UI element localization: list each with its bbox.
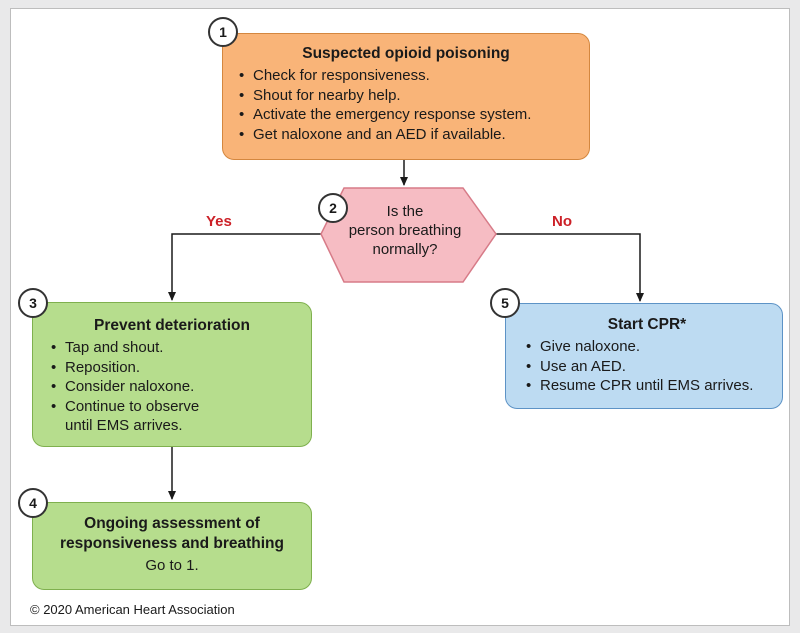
list-item: Activate the emergency response system. xyxy=(237,105,575,125)
list-item: Get naloxone and an AED if available. xyxy=(237,125,575,145)
step2-line: Is the xyxy=(386,203,424,220)
list-item: Check for responsiveness. xyxy=(237,66,575,86)
step4-title-line: responsiveness and breathing xyxy=(60,535,284,552)
step5-list: Give naloxone. Use an AED. Resume CPR un… xyxy=(524,337,770,396)
arrow-no-to-step5 xyxy=(496,233,644,302)
step2-number-badge: 2 xyxy=(318,193,348,223)
decision-hexagon xyxy=(320,187,497,283)
list-item: Resume CPR until EMS arrives. xyxy=(524,376,770,396)
step4-number-badge: 4 xyxy=(18,488,48,518)
list-item: Use an AED. xyxy=(524,357,770,377)
step1-box: Suspected opioid poisoning Check for res… xyxy=(222,33,590,160)
step5-title: Start CPR* xyxy=(607,316,687,333)
step5-box: Start CPR* Give naloxone. Use an AED. Re… xyxy=(505,303,783,409)
list-item: Consider naloxone. xyxy=(49,377,295,397)
step5-number-badge: 5 xyxy=(490,288,520,318)
list-item: Give naloxone. xyxy=(524,337,770,357)
step4-title-line: Ongoing assessment of xyxy=(84,515,260,532)
step2-line: normally? xyxy=(372,241,438,258)
step2-question: Is the person breathing normally? xyxy=(330,202,480,259)
yes-label: Yes xyxy=(206,213,232,230)
step4-box: Ongoing assessment of responsiveness and… xyxy=(32,502,312,590)
step2-line: person breathing xyxy=(348,222,462,239)
step1-number-badge: 1 xyxy=(208,17,238,47)
step1-title: Suspected opioid poisoning xyxy=(302,45,510,62)
list-item: Shout for nearby help. xyxy=(237,86,575,106)
list-item: Tap and shout. xyxy=(49,338,295,358)
list-item: Continue to observe until EMS arrives. xyxy=(49,397,295,436)
step3-box: Prevent deterioration Tap and shout. Rep… xyxy=(32,302,312,447)
step3-list: Tap and shout. Reposition. Consider nalo… xyxy=(49,338,295,436)
copyright-text: © 2020 American Heart Association xyxy=(30,602,235,617)
step4-text: Go to 1. xyxy=(145,557,199,574)
step3-number-badge: 3 xyxy=(18,288,48,318)
step3-title: Prevent deterioration xyxy=(94,317,250,334)
list-item: Reposition. xyxy=(49,358,295,378)
arrow-yes-to-step3 xyxy=(168,233,321,301)
step1-list: Check for responsiveness. Shout for near… xyxy=(237,66,575,144)
no-label: No xyxy=(552,213,572,230)
